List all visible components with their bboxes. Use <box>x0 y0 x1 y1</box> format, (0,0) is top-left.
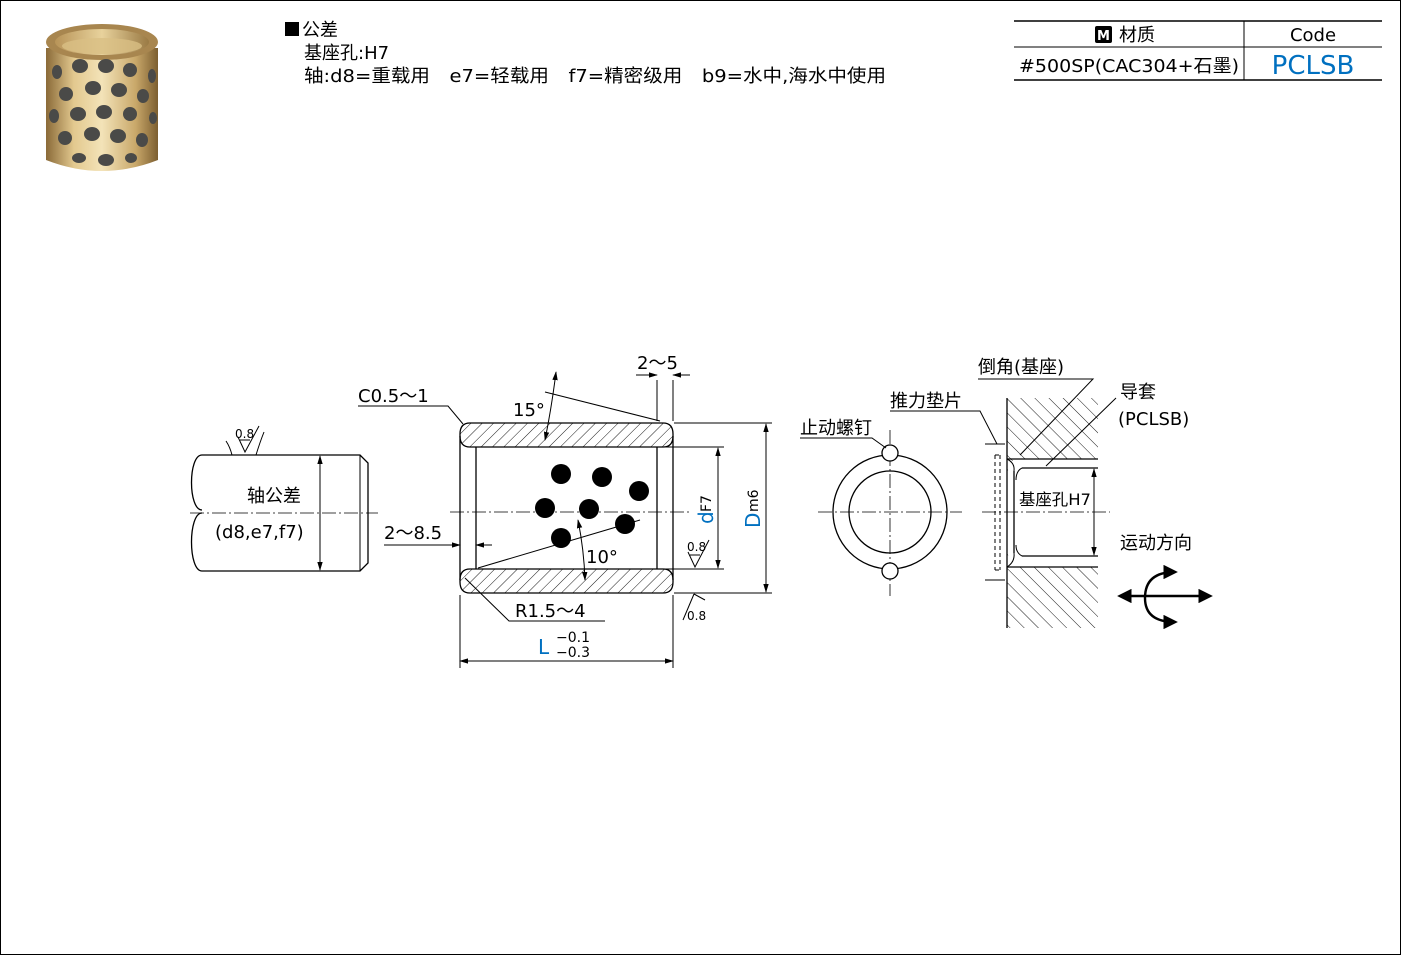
gap-dim: 2～5 <box>637 353 678 374</box>
angle-10: 10° <box>586 547 618 568</box>
square-bullet-icon <box>285 22 299 36</box>
inner-d-fit: F7 <box>699 495 715 512</box>
chamfer-dim: C0.5～1 <box>358 386 429 407</box>
outer-d-symbol: D <box>741 513 765 528</box>
length-symbol: L <box>538 635 550 659</box>
shaft-tolerance: 轴:d8=重载用 e7=轻载用 f7=精密级用 b9=水中,海水中使用 <box>304 66 886 87</box>
material-badge-icon <box>1095 26 1112 43</box>
material-value: #500SP(CAC304+石墨) <box>1019 56 1239 77</box>
end-view: 止动螺钉 <box>800 418 962 596</box>
code-header: Code <box>1290 25 1336 46</box>
guide-code: (PCLSB) <box>1118 409 1189 430</box>
bushing-photo <box>46 24 158 171</box>
housing-hole-label: 基座孔H7 <box>1019 490 1091 509</box>
angle-15: 15° <box>513 400 545 421</box>
shaft-view: 0.8 轴公差 (d8,e7,f7) <box>190 425 378 572</box>
motion-label: 运动方向 <box>1120 533 1192 554</box>
bushing-section: C0.5～1 15° 2～5 2～8.5 10° R1.5～4 L −0.1 −… <box>358 353 772 668</box>
housing-chamfer-label: 倒角(基座) <box>978 357 1064 378</box>
shaft-label: 轴公差 <box>247 486 301 507</box>
outer-roughness: 0.8 <box>687 609 706 623</box>
radius-dim: R1.5～4 <box>515 601 586 622</box>
housing-view: 基座孔H7 倒角(基座) 推力垫片 导套 (PCLSB) 运动方向 <box>890 357 1213 630</box>
outer-d-fit: m6 <box>746 489 762 512</box>
thrust-washer-label: 推力垫片 <box>890 391 962 412</box>
length-lower-tol: −0.3 <box>556 645 590 661</box>
guide-label: 导套 <box>1120 382 1156 403</box>
spec-table: M 材质 Code #500SP(CAC304+石墨) PCLSB <box>1014 20 1382 81</box>
length-upper-tol: −0.1 <box>556 630 590 646</box>
material-badge: M <box>1097 29 1110 44</box>
motion-direction-icon <box>1117 564 1213 630</box>
shaft-roughness: 0.8 <box>235 427 254 441</box>
hole-tolerance: 基座孔:H7 <box>304 43 389 64</box>
inner-d-symbol: d <box>694 511 718 524</box>
material-header: 材质 <box>1119 25 1155 46</box>
tolerance-title: 公差 <box>302 20 338 41</box>
set-screw-label: 止动螺钉 <box>800 418 872 439</box>
inner-roughness: 0.8 <box>687 540 706 554</box>
relief-dim: 2～8.5 <box>384 523 442 544</box>
code-value: PCLSB <box>1272 51 1355 81</box>
shaft-tolerances: (d8,e7,f7) <box>215 522 304 543</box>
tolerance-notes: 公差 基座孔:H7 轴:d8=重载用 e7=轻载用 f7=精密级用 b9=水中,… <box>285 20 886 87</box>
